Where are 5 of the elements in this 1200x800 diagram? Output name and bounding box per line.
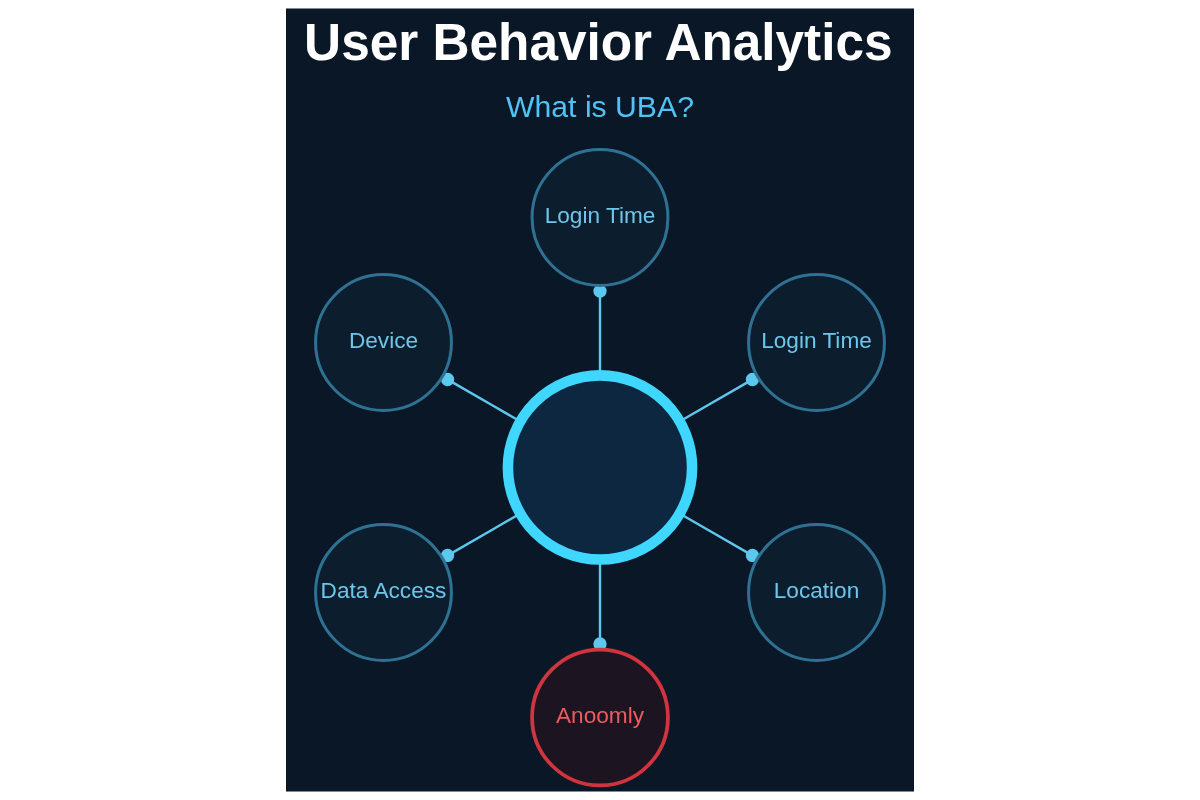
label: What is UBA? [506,90,694,124]
node-circle: Login Time [530,148,670,287]
diagram-title: User Behavior Analytics [304,14,893,72]
node-circle [502,370,698,565]
node-circle: Anoomly [530,647,670,788]
